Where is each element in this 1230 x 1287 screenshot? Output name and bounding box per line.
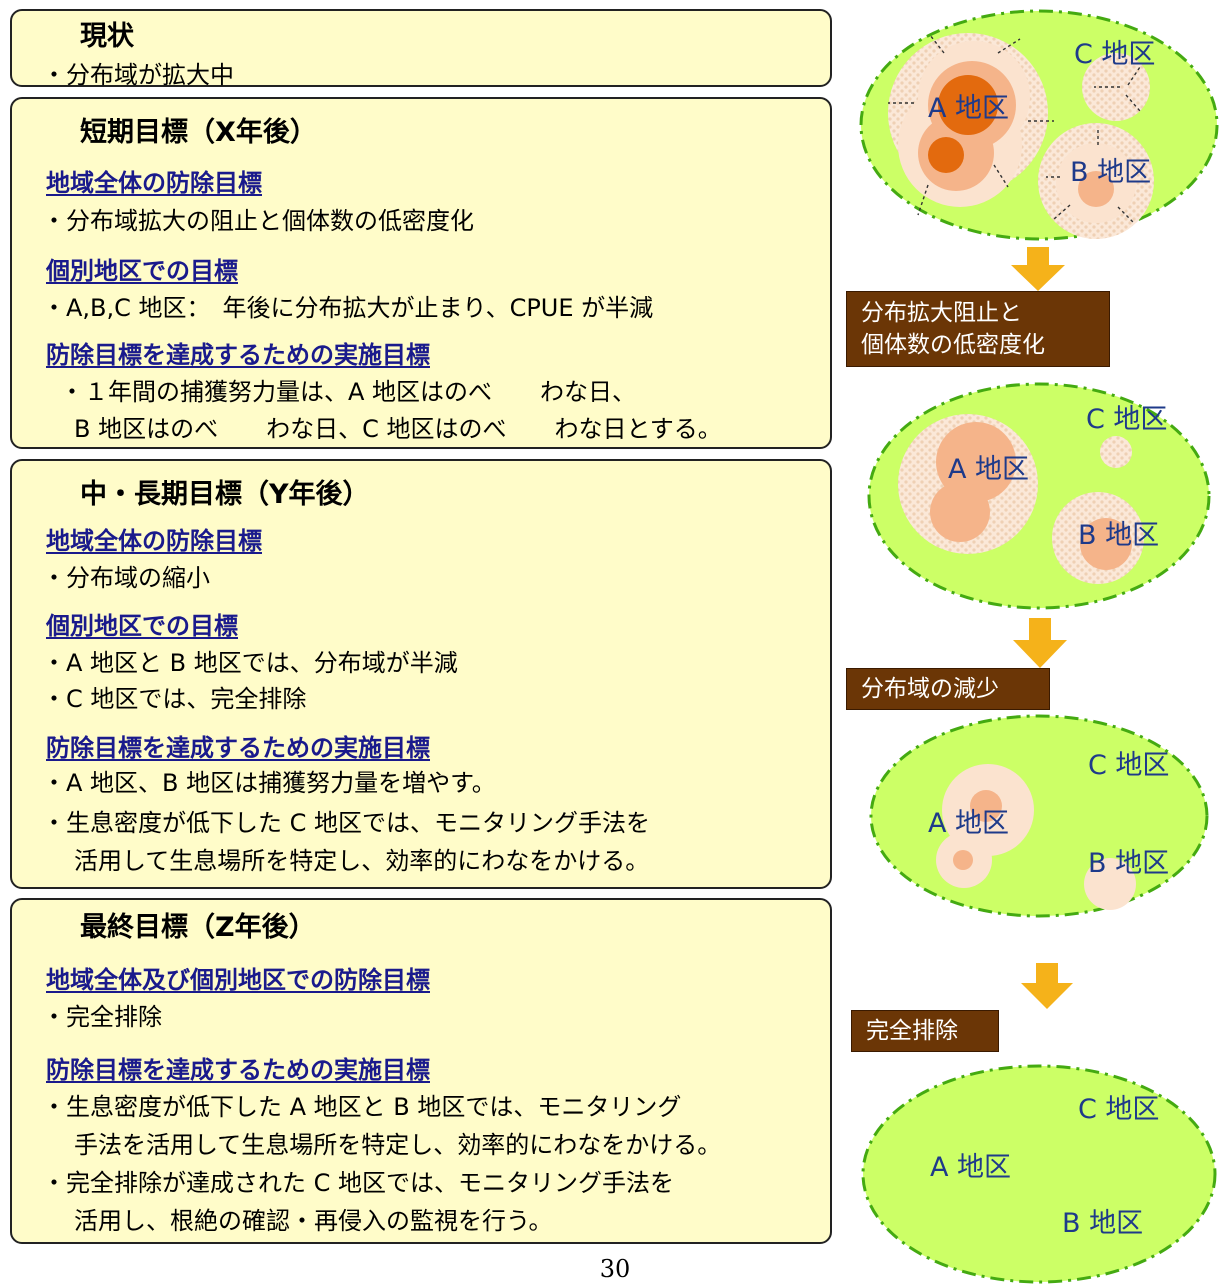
mid-term-district-goal-1: ・A 地区と B 地区では、分布域が半減 [42, 649, 458, 677]
final-implementation-3: ・完全排除が達成された C 地区では、モニタリング手法を [42, 1169, 675, 1197]
transition-label-1: 分布拡大阻止と 個体数の低密度化 [846, 291, 1110, 367]
mid-term-heading-area: 地域全体の防除目標 [46, 527, 262, 555]
down-arrow-3 [1021, 963, 1073, 1009]
map-final: A 地区 B 地区 C 地区 [848, 1064, 1230, 1286]
final-heading-area: 地域全体及び個別地区での防除目標 [46, 966, 430, 994]
mid-term-implementation-1: ・A 地区、B 地区は捕獲努力量を増やす。 [42, 769, 496, 797]
final-implementation-2: 手法を活用して生息場所を特定し、効率的にわなをかける。 [74, 1131, 722, 1159]
mid-long-term-goal-box: 中・長期目標（Y年後） 地域全体の防除目標 ・分布域の縮小 個別地区での目標 ・… [10, 459, 832, 889]
short-term-district-goal: ・A,B,C 地区： 年後に分布拡大が止まり、CPUE が半減 [42, 294, 654, 322]
map4-label-a: A 地区 [930, 1152, 1011, 1183]
mid-term-implementation-3: 活用して生息場所を特定し、効率的にわなをかける。 [74, 847, 650, 875]
mid-term-heading-district: 個別地区での目標 [46, 612, 238, 640]
map1-label-b: B 地区 [1070, 157, 1151, 188]
down-arrow-2 [1013, 618, 1067, 668]
mid-term-heading-implementation: 防除目標を達成するための実施目標 [46, 734, 430, 762]
transition-label-2: 分布域の減少 [846, 668, 1050, 710]
final-implementation-4: 活用し、根絶の確認・再侵入の監視を行う。 [74, 1207, 553, 1235]
final-heading-implementation: 防除目標を達成するための実施目標 [46, 1056, 430, 1084]
mid-term-implementation-2: ・生息密度が低下した C 地区では、モニタリング手法を [42, 809, 651, 837]
short-term-heading-area: 地域全体の防除目標 [46, 169, 262, 197]
short-term-area-goal: ・分布域拡大の阻止と個体数の低密度化 [42, 207, 474, 235]
map-short-term: A 地区 B 地区 C 地区 [848, 376, 1230, 616]
down-arrow-1 [1011, 247, 1065, 291]
map3-label-c: C 地区 [1088, 750, 1169, 781]
map1-label-a: A 地区 [928, 93, 1009, 124]
transition-label-3: 完全排除 [851, 1010, 999, 1052]
current-status-title: 現状 [80, 21, 134, 52]
short-term-title: 短期目標（X年後） [80, 117, 317, 148]
short-term-implementation-line1: ・１年間の捕獲努力量は、A 地区はのべ わな日、 [60, 378, 637, 406]
map4-label-c: C 地区 [1078, 1094, 1159, 1125]
map1-label-c: C 地区 [1074, 39, 1155, 70]
final-implementation-1: ・生息密度が低下した A 地区と B 地区では、モニタリング [42, 1093, 682, 1121]
map2-label-a: A 地区 [948, 454, 1029, 485]
mid-term-district-goal-2: ・C 地区では、完全排除 [42, 685, 307, 713]
map2-label-b: B 地区 [1078, 520, 1159, 551]
map3-label-b: B 地区 [1088, 848, 1169, 879]
short-term-heading-implementation: 防除目標を達成するための実施目標 [46, 341, 430, 369]
short-term-implementation-line2: B 地区はのべ わな日、C 地区はのべ わな日とする。 [74, 415, 722, 443]
map2-label-c: C 地区 [1086, 404, 1167, 435]
transition-label-1-line1: 分布拡大阻止と [861, 300, 1022, 326]
page-number: 30 [599, 1255, 631, 1283]
final-area-goal: ・完全排除 [42, 1003, 162, 1031]
mid-term-title: 中・長期目標（Y年後） [80, 479, 370, 510]
map4-label-b: B 地区 [1062, 1208, 1143, 1239]
current-status-box: 現状 ・分布域が拡大中 [10, 9, 832, 87]
current-status-item: ・分布域が拡大中 [42, 61, 234, 89]
transition-label-1-line2: 個体数の低密度化 [861, 332, 1045, 358]
final-goal-box: 最終目標（Z年後） 地域全体及び個別地区での防除目標 ・完全排除 防除目標を達成… [10, 898, 832, 1244]
mid-term-area-goal: ・分布域の縮小 [42, 564, 210, 592]
map3-label-a: A 地区 [928, 808, 1009, 839]
map-mid-long-term: A 地区 B 地区 C 地区 [848, 712, 1230, 920]
short-term-goal-box: 短期目標（X年後） 地域全体の防除目標 ・分布域拡大の阻止と個体数の低密度化 個… [10, 97, 832, 449]
short-term-heading-district: 個別地区での目標 [46, 257, 238, 285]
final-title: 最終目標（Z年後） [80, 912, 316, 943]
map-current: A 地区 B 地区 C 地区 [848, 5, 1230, 245]
